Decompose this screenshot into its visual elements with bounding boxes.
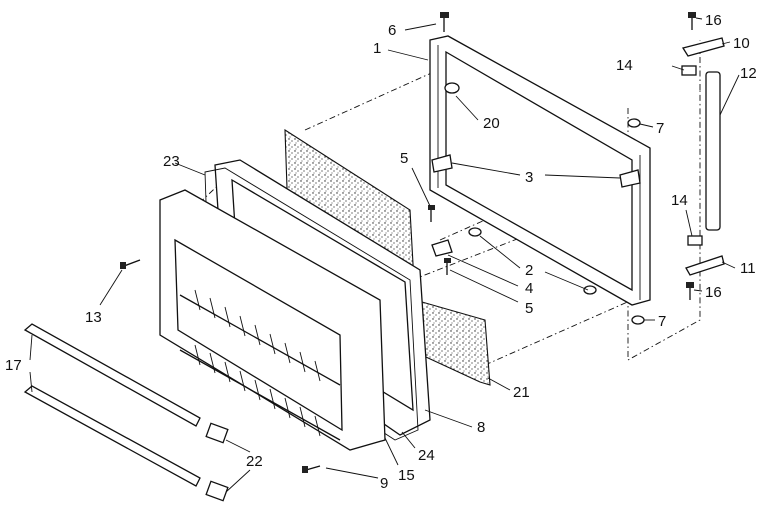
callout-labels: 6 1 20 7 3 5 2 4 5 14 16 10 12 14 11 16 … [5, 12, 757, 492]
door-frame [429, 35, 651, 306]
callout-8: 8 [477, 419, 485, 436]
callout-13: 13 [85, 309, 102, 326]
callout-4: 4 [525, 280, 533, 297]
leader-lines [29, 17, 740, 493]
callout-9: 9 [380, 475, 388, 492]
shelf-rails [23, 323, 229, 502]
callout-23: 23 [163, 153, 180, 170]
liner-shelf-ribs [179, 289, 341, 441]
callout-2: 2 [525, 262, 533, 279]
callout-5-bottom: 5 [525, 300, 533, 317]
callout-5-top: 5 [400, 150, 408, 167]
door-liner [159, 189, 386, 451]
callout-10: 10 [733, 35, 750, 52]
callout-6: 6 [388, 22, 396, 39]
callout-21: 21 [513, 384, 530, 401]
callout-17: 17 [5, 357, 22, 374]
callout-12: 12 [740, 65, 757, 82]
callout-22: 22 [246, 453, 263, 470]
callout-14-top: 14 [616, 57, 633, 74]
callout-1: 1 [373, 40, 381, 57]
callout-20: 20 [483, 115, 500, 132]
hardware-parts [120, 12, 725, 473]
callout-7-top: 7 [656, 120, 664, 137]
callout-3: 3 [525, 169, 533, 186]
hinge-post [705, 71, 721, 231]
callout-24: 24 [418, 447, 435, 464]
callout-15: 15 [398, 467, 415, 484]
callout-14-bottom: 14 [671, 192, 688, 209]
callout-7-bottom: 7 [658, 313, 666, 330]
callout-16-bottom: 16 [705, 284, 722, 301]
callout-11: 11 [740, 260, 756, 277]
callout-16-top: 16 [705, 12, 722, 29]
